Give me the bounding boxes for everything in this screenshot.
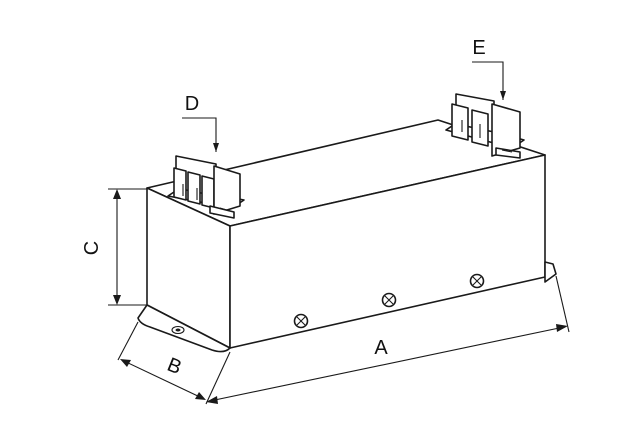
screw-left [293,313,309,329]
callout-e-leader [472,61,506,100]
terminal-block-d [167,155,245,219]
screw-right [469,273,485,289]
callout-label-d: D [185,93,199,115]
dimension-a [206,275,570,404]
mounting-hole [171,325,185,335]
dimension-label-b: B [164,354,185,379]
callout-label-e: E [472,37,485,59]
terminal-block-e [445,93,525,159]
screw-middle [381,292,397,308]
dimension-label-c: C [81,241,103,255]
dimension-b [117,321,231,405]
enclosure-body [146,119,546,349]
callout-d-leader [182,117,219,152]
dimension-c [108,188,147,306]
mounting-flange-left [137,304,231,353]
dimension-label-a: A [374,337,388,359]
mounting-flange-right [544,261,557,283]
